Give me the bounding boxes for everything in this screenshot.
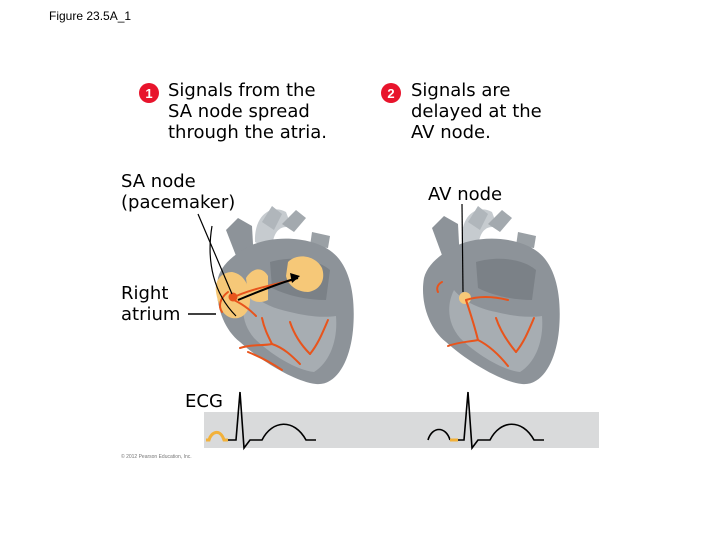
sa-node-label: SA node (pacemaker) xyxy=(121,171,235,213)
step-1-line-3: through the atria. xyxy=(168,122,327,143)
sa-node-dot xyxy=(228,292,238,302)
step-1-badge: 1 xyxy=(139,83,159,103)
left-heart xyxy=(215,206,354,385)
left-left-atrium-highlight xyxy=(286,256,324,292)
figure-title: Figure 23.5A_1 xyxy=(49,9,132,23)
step-2-line-3: AV node. xyxy=(411,122,491,143)
right-atrium-label-line-1: Right xyxy=(121,283,169,304)
ecg-right-p-wave xyxy=(427,428,451,441)
ecg-traces xyxy=(206,391,544,451)
sa-node-label-line-1: SA node xyxy=(121,171,196,192)
right-heart xyxy=(422,206,560,385)
ecg-label: ECG xyxy=(185,391,223,412)
step-1-line-1: Signals from the xyxy=(168,80,316,101)
step-2-line-1: Signals are xyxy=(411,80,511,101)
right-conduction-paths xyxy=(436,281,535,367)
step-2-line-2: delayed at the xyxy=(411,101,542,122)
ecg-left-p-wave xyxy=(206,431,228,442)
av-node-label: AV node xyxy=(428,184,503,205)
step-2-badge: 2 xyxy=(381,83,401,103)
step-1-caption: Signals from the SA node spread through … xyxy=(168,80,327,143)
right-atrium-label: Right atrium xyxy=(121,283,180,325)
ecg-left-trace xyxy=(228,391,316,451)
step-2-caption: Signals are delayed at the AV node. xyxy=(411,80,542,143)
sa-node-pointer xyxy=(197,213,233,295)
copyright-notice: © 2012 Pearson Education, Inc. xyxy=(121,454,192,460)
av-node-highlight xyxy=(459,292,471,304)
ecg-band xyxy=(204,412,599,448)
av-node-pointer xyxy=(461,203,464,293)
step-1-line-2: SA node spread xyxy=(168,101,310,122)
sa-node-label-line-2: (pacemaker) xyxy=(121,192,236,213)
ecg-right-trace xyxy=(458,391,544,451)
right-atrium-label-line-2: atrium xyxy=(121,304,181,325)
